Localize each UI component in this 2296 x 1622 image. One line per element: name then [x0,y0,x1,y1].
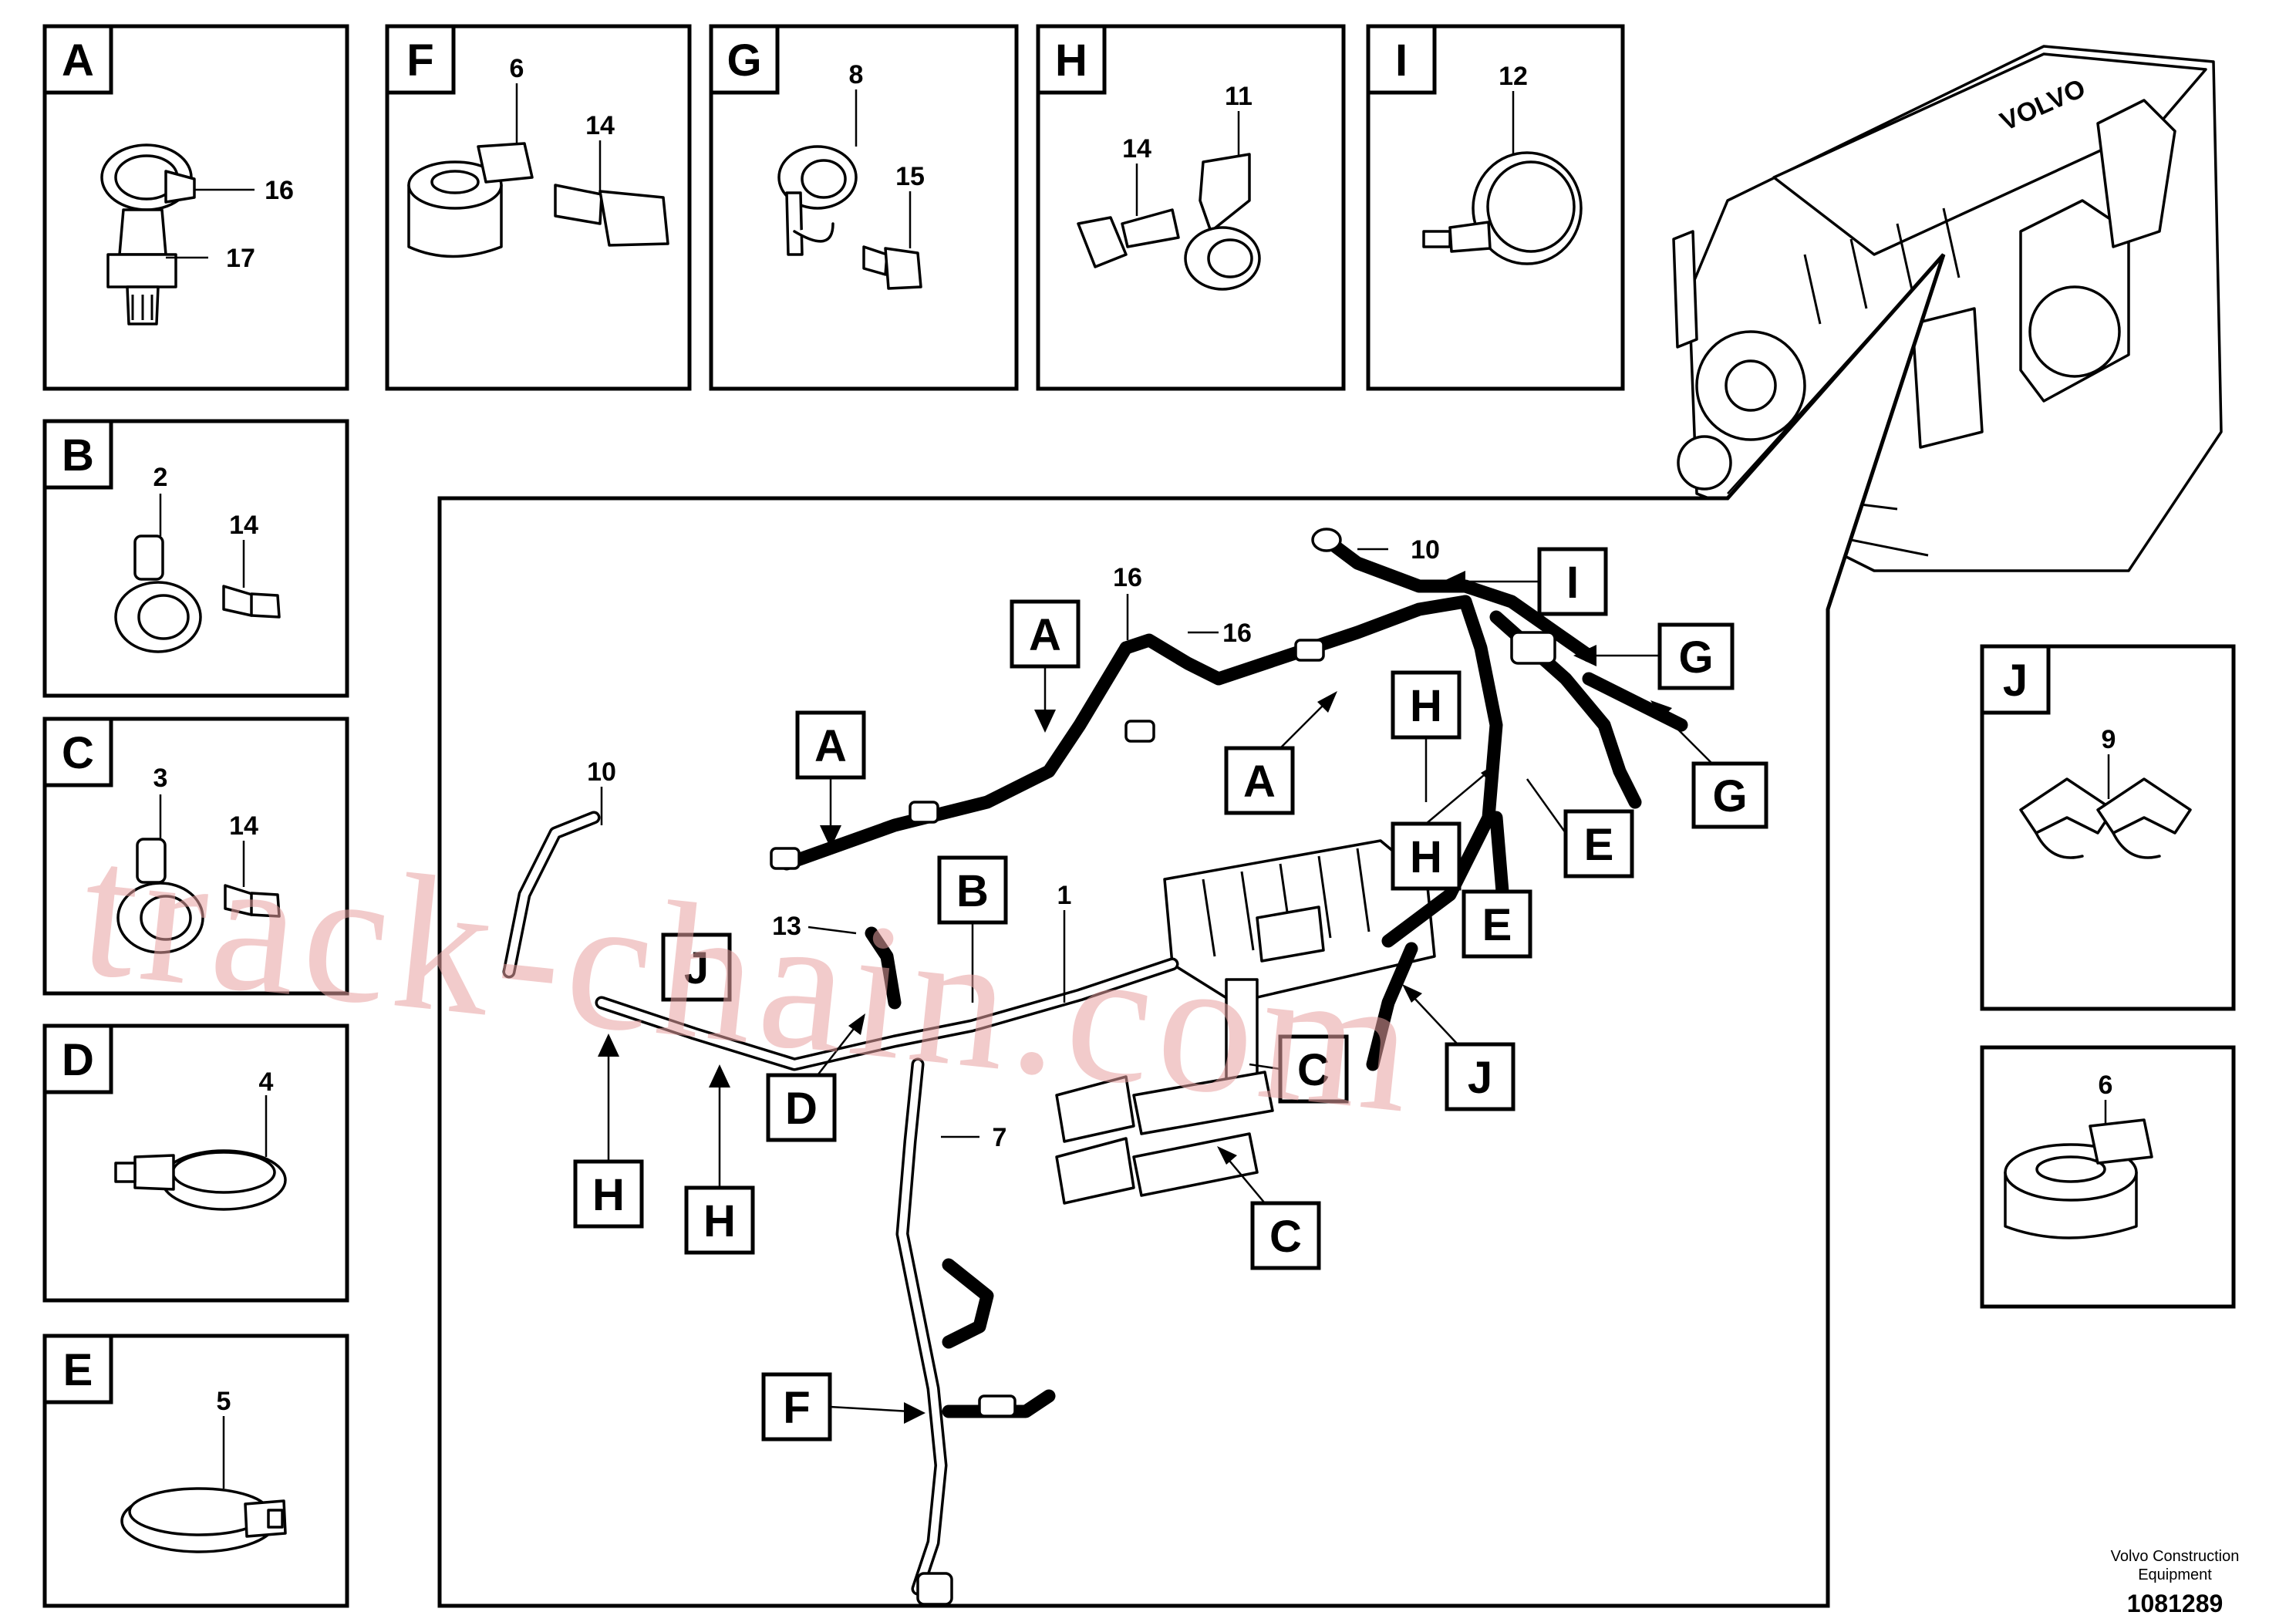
part-label-13: 13 [772,912,801,941]
panel-B-letter: B [62,430,94,481]
part-label-14: 14 [1122,134,1151,164]
part-label-15: 15 [895,162,925,191]
part-label-11: 11 [1225,82,1253,111]
main-callout-tags: I G G A A A H H [573,547,1768,1442]
part-label-14: 14 [229,811,258,841]
part-label-7: 7 [993,1123,1007,1152]
panel-D-letter: D [62,1035,94,1085]
part-label-12: 12 [1499,62,1528,91]
callout-J-right: J [1468,1053,1492,1103]
callout-D: D [785,1084,818,1134]
drawing-footer: Volvo Construction Equipment 1081289 [2111,1548,2240,1617]
grommet-clip-with-bolt-icon [407,142,669,258]
bracket-clamp-with-bolt-icon [1077,153,1261,291]
callout-H-upper: H [1410,681,1442,731]
part-label-10-left: 10 [587,757,616,787]
callout-G-top: G [1678,632,1713,683]
part-label-16: 16 [265,176,294,205]
p-clamp-with-bolt-icon [114,534,281,653]
callout-H-bottom-mid: H [703,1196,736,1246]
grommet-clip-icon [2004,1118,2153,1239]
p-clamp-with-bolt-icon [116,838,281,954]
footer-company-line1: Volvo Construction [2111,1548,2240,1565]
panel-C-letter: C [62,728,94,778]
panel-E-letter: E [63,1345,93,1395]
callout-A-left: A [814,721,847,771]
callout-A-mid: A [1243,757,1276,807]
panel-J: J 9 [1980,644,2236,1011]
callout-A-top: A [1029,610,1061,660]
drawing-number: 1081289 [2127,1590,2224,1617]
part-label-9: 9 [2102,725,2116,754]
part-label-8: 8 [849,60,864,89]
part-label-14: 14 [229,511,258,540]
engine-control-unit [1055,839,1436,1205]
clamp-with-clip-icon [100,143,196,325]
panel-D: D 4 [42,1023,349,1303]
callout-F: F [783,1383,810,1433]
part-label-10-top: 10 [1411,535,1440,565]
part-label-16-a: 16 [1113,563,1142,592]
callout-B: B [956,866,989,916]
hose-clamp-icon [120,1487,287,1553]
part-label-6: 6 [2099,1071,2113,1100]
part-label-3: 3 [153,764,168,793]
panel-I: I 12 [1366,24,1625,391]
part-label-14: 14 [585,111,615,140]
panel-A-letter: A [62,35,94,86]
footer-company-line2: Equipment [2138,1566,2212,1583]
part-label-2: 2 [153,463,168,492]
band-clamp-with-stud-icon [1422,151,1583,265]
callout-H-bottom-left: H [592,1170,625,1220]
part-label-6: 6 [510,54,524,83]
callout-E-lower: E [1482,900,1512,950]
band-clamp-with-stud-icon [114,1149,287,1211]
panel-I-letter: I [1395,35,1408,86]
panel-F-letter: F [406,35,433,86]
callout-H-lower: H [1410,832,1442,882]
panel-A: A 16 17 [42,24,349,391]
callout-C-lower: C [1269,1212,1302,1262]
callout-I: I [1566,558,1579,608]
panel-J-letter: J [2003,656,2028,706]
callout-J-left: J [684,943,709,993]
part-label-17: 17 [226,244,255,273]
panel-E: E 5 [42,1334,349,1608]
panel-B: B 2 14 [42,419,349,698]
panel-G-letter: G [727,35,761,86]
callout-E-upper: E [1584,820,1614,870]
callout-G-right: G [1712,771,1747,821]
double-clamp-with-bolt-icon [777,145,922,290]
part-label-4: 4 [259,1067,274,1097]
callout-C-mid: C [1297,1045,1330,1095]
panel-F: F 6 14 [385,24,692,391]
main-part-numbers: 10 16 16 10 13 1 7 [587,535,1440,1152]
part-label-1: 1 [1057,881,1072,910]
part-label-16-b: 16 [1222,619,1252,648]
double-cable-clip-icon [2019,777,2192,859]
panel-H: H 14 11 [1036,24,1346,391]
part-label-5: 5 [217,1387,231,1416]
panel-G: G 8 15 [709,24,1019,391]
panel-grommet: 6 [1980,1045,2236,1309]
panel-C: C 3 14 [42,717,349,996]
panel-H-letter: H [1055,35,1087,86]
